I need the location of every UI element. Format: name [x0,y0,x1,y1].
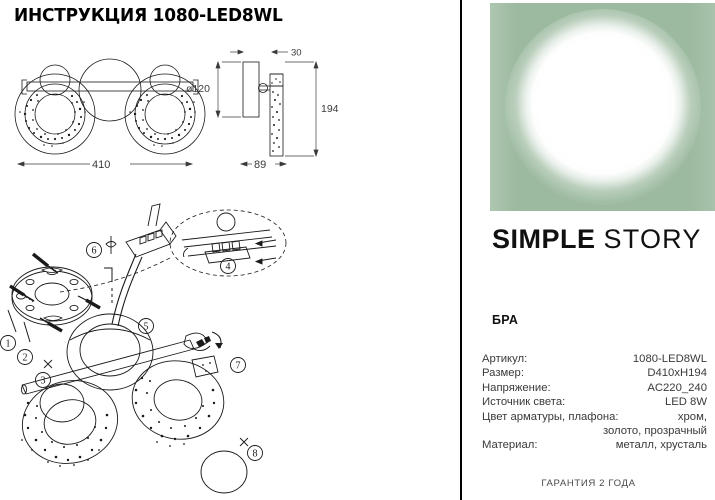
table-row: Артикул: 1080-LED8WL [482,352,707,366]
spec-label: Напряжение: [482,381,551,394]
callout-2: 2 [23,353,28,364]
table-row: Материал: металл, хрусталь [482,438,707,452]
specifications-table: Артикул: 1080-LED8WL Размер: D410xH194 Н… [482,352,707,453]
callout-5: 5 [144,322,149,333]
table-row: Размер: D410xH194 [482,366,707,380]
table-row: Цвет арматуры, плафона: хром, [482,410,707,424]
spec-value: 1080-LED8WL [632,353,707,365]
spec-label: Размер: [482,367,524,380]
spec-value: D410xH194 [647,367,707,380]
page-title: ИНСТРУКЦИЯ 1080-LED8WL [14,6,283,26]
spec-value: AC220_240 [647,381,707,394]
spec-label: Цвет арматуры, плафона: [482,410,619,423]
product-category: БРА [492,313,519,327]
callout-7: 7 [236,361,241,372]
technical-drawing-panel: ИНСТРУКЦИЯ 1080-LED8WL [0,6,339,494]
brand-name-primary: SIMPLE [492,224,596,254]
callout-4: 4 [226,262,231,273]
dimension-194: 194 [321,103,339,115]
spec-value: металл, хрусталь [615,439,707,452]
dimension-410: 410 [92,159,110,171]
callout-8: 8 [253,449,258,460]
top-views-drawing: 30 ø120 194 [14,48,339,158]
spec-value: хром, [677,410,707,423]
warranty-text: ГАРАНТИЯ 2 ГОДА [541,478,636,489]
spec-value: LED 8W [664,396,707,409]
brand-logo: SIMPLE STORY [492,224,702,255]
dimension-30: 30 [291,48,302,59]
table-row: золото, прозрачный [482,424,707,438]
table-row: Напряжение: AC220_240 [482,381,707,395]
bottom-dimension-lines: 410 89 [16,159,288,171]
callout-3: 3 [41,376,46,387]
crystal-texture [19,94,196,147]
brand-name-secondary: STORY [603,224,702,254]
spec-value-continued: золото, прозрачный [602,425,707,438]
lamp-glow [504,9,701,205]
callout-1: 1 [6,339,11,350]
spec-label: Артикул: [482,353,528,365]
panel-divider [460,0,462,500]
table-row: Источник света: LED 8W [482,395,707,409]
product-info-panel: SIMPLE STORY БРА Артикул: 1080-LED8WL Ра… [462,0,715,500]
callout-6: 6 [92,246,97,257]
spec-label: Материал: [482,439,538,452]
dimension-diameter-120: ø120 [186,83,210,95]
product-photo [490,3,715,211]
dimension-89: 89 [254,159,266,171]
exploded-assembly-diagram: 1 2 3 6 5 7 8 [0,203,287,494]
spec-label: Источник света: [482,396,566,409]
